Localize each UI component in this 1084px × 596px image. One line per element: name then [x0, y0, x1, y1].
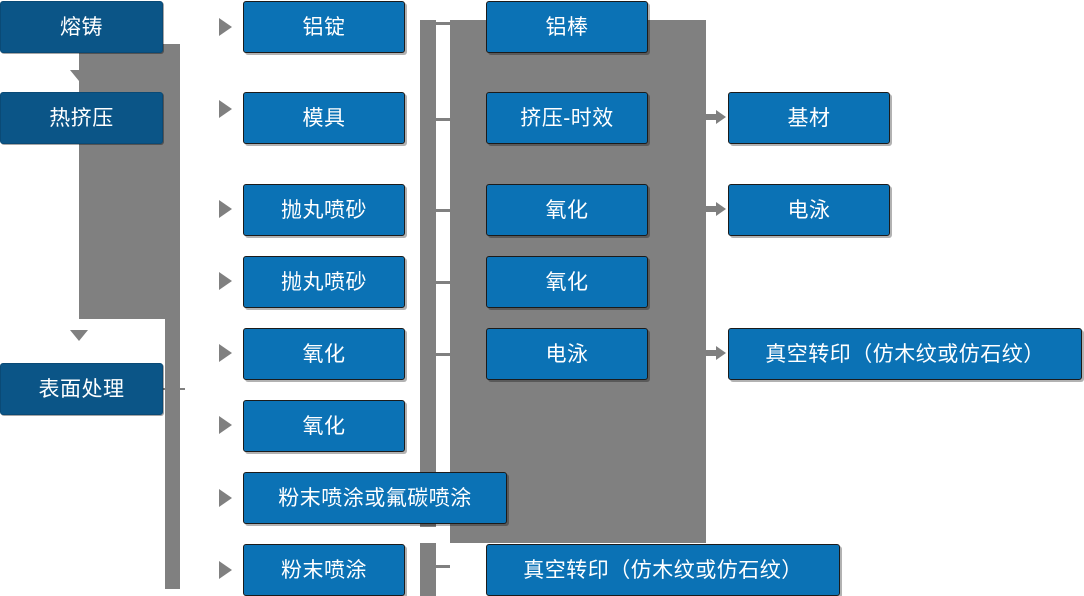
connector-stub-4: [436, 281, 450, 284]
process-a-box-powder-or-fluorocarbon-spray[interactable]: 粉末喷涂或氟碳喷涂: [240, 469, 510, 527]
process-b-label-1: 挤压-时效: [520, 106, 614, 130]
process-a-box-oxidation-2[interactable]: 氧化: [240, 397, 408, 455]
stage-label-0: 熔铸: [60, 15, 103, 39]
process-b-box-vacuum-transfer-print[interactable]: 真空转印（仿木纹或仿石纹）: [483, 541, 843, 596]
arrowhead-to-result-3: [716, 346, 726, 360]
process-b-label-4: 电泳: [545, 342, 589, 366]
connector-left-trunk: [79, 44, 180, 319]
result-box-electrophoresis[interactable]: 电泳: [725, 181, 893, 239]
stage-label-1: 热挤压: [49, 106, 114, 130]
stage-box-hot-extrusion[interactable]: 热挤压: [0, 92, 163, 144]
connector-narrow-bar-lower: [420, 543, 436, 596]
arrowhead-to-process-a-3: [219, 200, 232, 218]
process-a-label-3: 抛丸喷砂: [281, 270, 367, 294]
connector-stub-6: [436, 565, 450, 568]
process-b-label-2: 氧化: [545, 198, 589, 222]
arrowhead-to-result-2: [716, 202, 726, 216]
process-b-box-extrusion-aging[interactable]: 挤压-时效: [483, 89, 651, 147]
process-a-box-mold[interactable]: 模具: [240, 89, 408, 147]
process-b-box-electrophoresis[interactable]: 电泳: [483, 325, 651, 383]
process-a-box-shot-blasting-1[interactable]: 抛丸喷砂: [240, 181, 408, 239]
stage-label-2: 表面处理: [38, 377, 125, 401]
process-a-box-aluminum-ingot[interactable]: 铝锭: [240, 0, 408, 56]
arrowhead-to-process-a-2: [219, 100, 232, 118]
process-b-label-0: 铝棒: [545, 15, 589, 39]
process-a-label-7: 粉末喷涂: [281, 558, 367, 582]
stage-box-melting-casting[interactable]: 熔铸: [0, 1, 163, 53]
connector-stub-1: [436, 22, 450, 25]
process-b-label-5: 真空转印（仿木纹或仿石纹）: [523, 558, 803, 582]
result-label-2: 真空转印（仿木纹或仿石纹）: [765, 342, 1045, 366]
arrowhead-to-process-a-6: [219, 416, 232, 434]
process-b-label-3: 氧化: [545, 270, 589, 294]
process-a-label-2: 抛丸喷砂: [281, 198, 367, 222]
arrow-line-to-result-1: [706, 114, 718, 120]
process-a-label-1: 模具: [302, 106, 346, 130]
process-b-box-oxidation-2[interactable]: 氧化: [483, 253, 651, 311]
connector-surface-treatment: [163, 388, 185, 390]
connector-stub-5: [436, 353, 450, 356]
arrow-line-to-result-2: [706, 206, 718, 212]
chevron-down-icon-2: [70, 330, 88, 341]
process-a-box-oxidation-1[interactable]: 氧化: [240, 325, 408, 383]
result-label-1: 电泳: [787, 198, 831, 222]
connector-left-trunk-lower: [165, 44, 180, 589]
process-a-label-6: 粉末喷涂或氟碳喷涂: [278, 486, 472, 510]
process-b-box-oxidation-1[interactable]: 氧化: [483, 181, 651, 239]
chevron-down-icon-1: [70, 70, 88, 81]
arrowhead-to-process-a-5: [219, 344, 232, 362]
process-a-box-shot-blasting-2[interactable]: 抛丸喷砂: [240, 253, 408, 311]
arrowhead-to-process-a-7: [219, 489, 232, 507]
result-box-vacuum-transfer-print[interactable]: 真空转印（仿木纹或仿石纹）: [725, 325, 1084, 383]
process-b-box-aluminum-bar[interactable]: 铝棒: [483, 0, 651, 56]
stage-box-surface-treatment[interactable]: 表面处理: [0, 363, 163, 415]
result-label-0: 基材: [787, 106, 831, 130]
process-a-label-5: 氧化: [302, 414, 346, 438]
arrow-line-to-result-3: [706, 350, 718, 356]
process-a-box-powder-spray[interactable]: 粉末喷涂: [240, 541, 408, 596]
connector-wide-panel-tail: [450, 528, 706, 543]
result-box-base-material[interactable]: 基材: [725, 89, 893, 147]
connector-stub-2: [436, 118, 450, 121]
arrowhead-to-process-a-4: [219, 272, 232, 290]
arrowhead-to-process-a-8: [219, 561, 232, 579]
process-a-label-0: 铝锭: [302, 15, 346, 39]
connector-narrow-bar-upper: [420, 20, 436, 527]
connector-stub-3: [436, 209, 450, 212]
process-a-label-4: 氧化: [302, 342, 346, 366]
arrowhead-to-process-a-1: [219, 18, 232, 36]
arrowhead-to-result-1: [716, 110, 726, 124]
